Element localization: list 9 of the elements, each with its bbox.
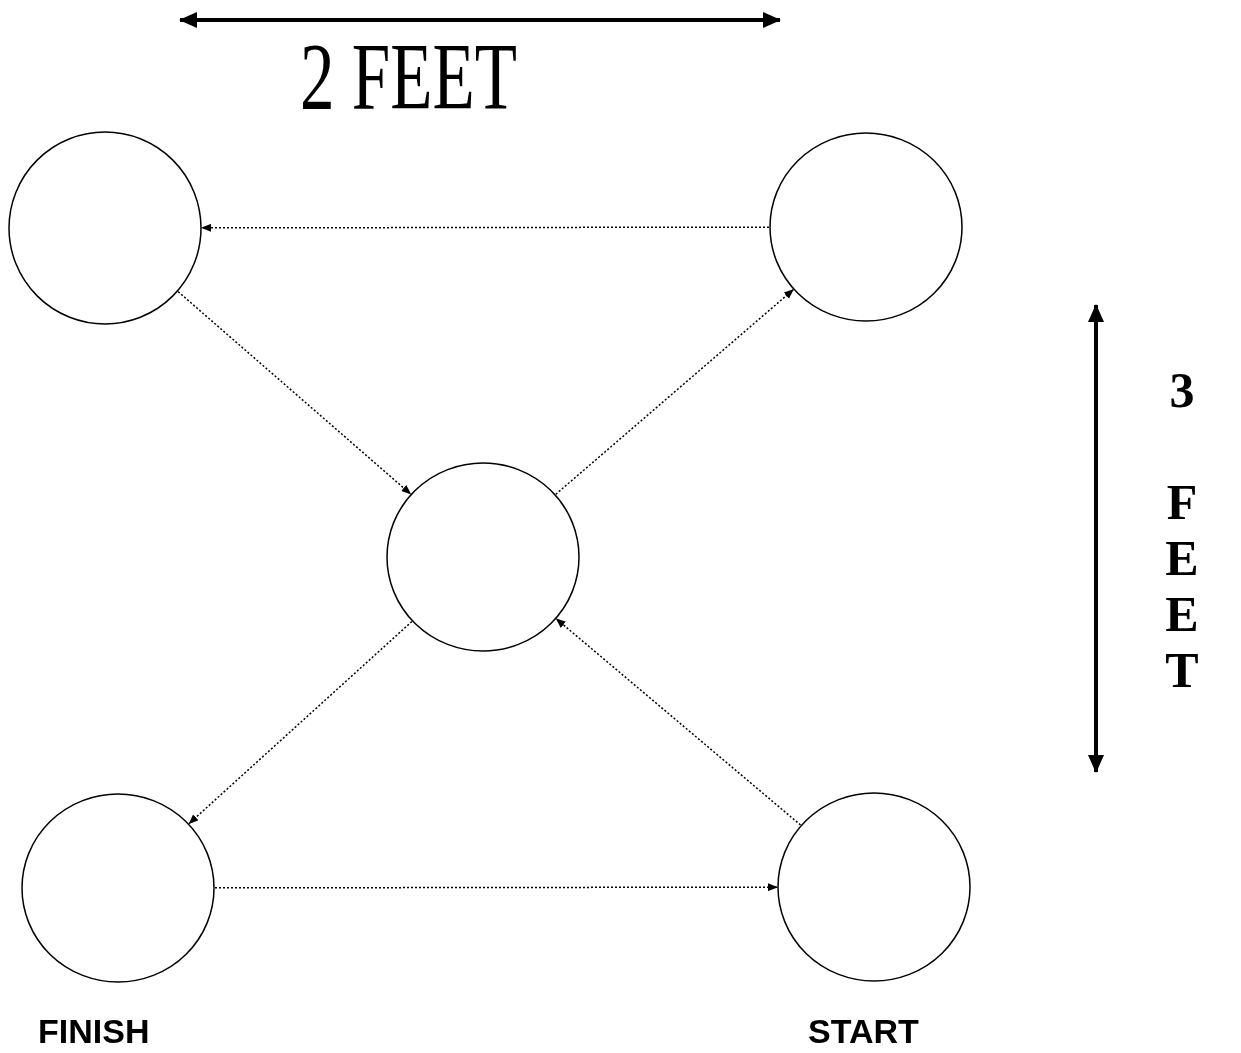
dotted-arrow [555,618,802,826]
dotted-arrow [177,290,412,495]
dotted-arrow [188,620,413,825]
dotted-arrow [201,223,770,232]
dimension-label: 2 FEET [300,22,517,132]
dimension-label: 3 FEET [1153,362,1211,698]
dotted-arrow [555,289,794,495]
caption-text: FINISH [38,1012,150,1051]
caption-text: START [808,1012,919,1051]
